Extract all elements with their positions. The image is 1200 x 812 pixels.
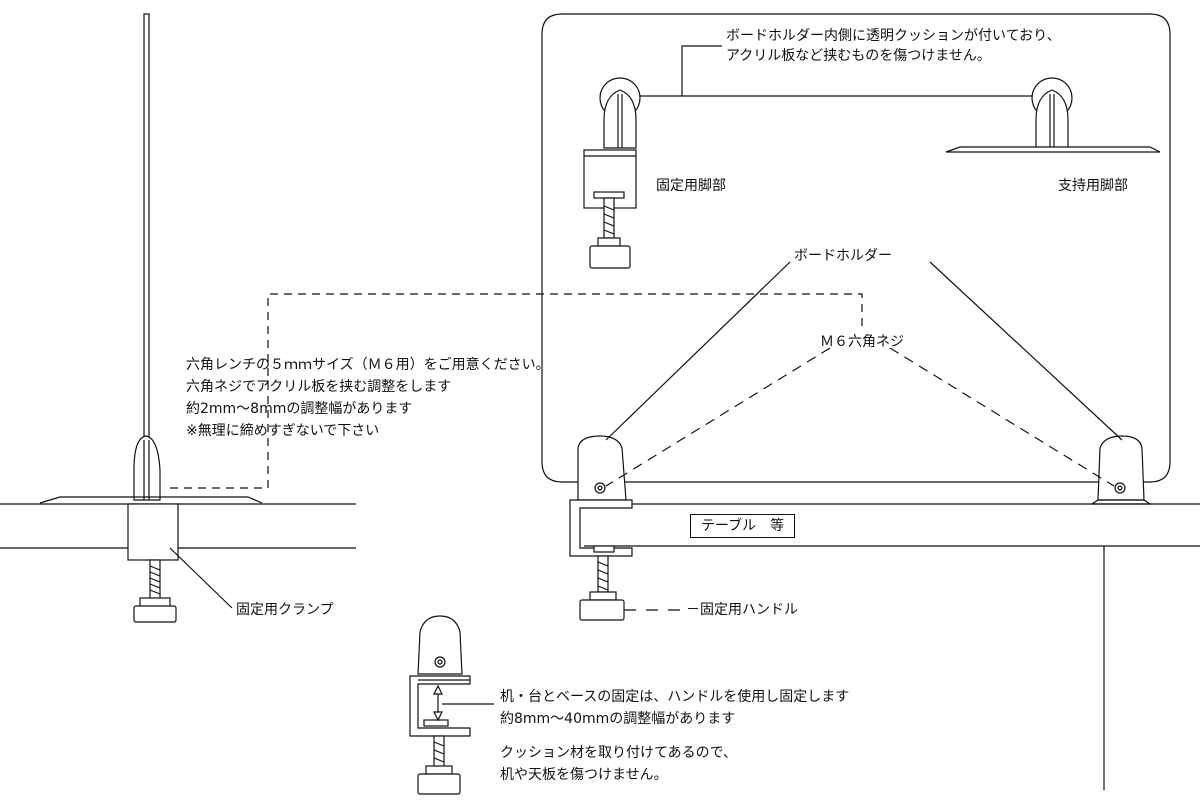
side-view-handle [133, 597, 177, 623]
wrench-note-line-3: 約2mm～8mmの調整幅があります [186, 401, 413, 417]
side-view-clamp-block [127, 503, 179, 561]
cushion-material-note: クッション材を取り付けてあるので、 机や天板を傷つけません。 [500, 742, 737, 786]
leader-wrench-note [170, 293, 863, 489]
board-holder-left [577, 435, 627, 501]
wrench-note: 六角レンチの５ｍｍサイズ（Ｍ６用）をご用意ください。 六角ネジでアクリル板を挟む… [186, 354, 550, 442]
acrylic-board-outline [541, 13, 1171, 483]
side-view-base-plate [39, 496, 263, 504]
side-view-acrylic-board [143, 13, 150, 455]
leader-board-holder-left [605, 261, 791, 441]
board-holder-right [1090, 435, 1152, 505]
side-view-board-holder [133, 435, 161, 501]
leader-m6-left [605, 347, 831, 487]
detail-support-foot [945, 77, 1161, 153]
m6-screw-label: Ｍ６六角ネジ [820, 334, 904, 350]
side-view-screw [149, 559, 161, 601]
detail-fixed-foot [583, 77, 641, 269]
fixed-foot-label: 固定用脚部 [656, 178, 726, 194]
table-label: テーブル 等 [690, 514, 796, 538]
leader-cushion-note-up [681, 45, 722, 96]
cushion-note: ボードホルダー内側に透明クッションが付いており、 アクリル板など挟むものを傷つけ… [726, 26, 1061, 66]
assembly-clamp [569, 499, 633, 621]
board-holder-label: ボードホルダー [794, 248, 892, 264]
wrench-note-line-1: 六角レンチの５ｍｍサイズ（Ｍ６用）をご用意ください。 [186, 357, 550, 373]
cushion-material-note-line-1: クッション材を取り付けてあるので、 [500, 745, 738, 761]
fixing-clamp-label: 固定用クランプ [236, 602, 334, 618]
wrench-note-line-4: ※無理に締めすぎないで下さい [186, 423, 380, 439]
wrench-note-line-2: 六角ネジでアクリル板を挟む調整をします [186, 379, 452, 395]
cushion-note-line-1: ボードホルダー内側に透明クッションが付いており、 [726, 28, 1061, 44]
support-foot-label: 支持用脚部 [1058, 178, 1128, 194]
leader-fixing-clamp [169, 547, 233, 609]
clamp-note: 机・台とベースの固定は、ハンドルを使用し固定します 約8mm～40mmの調整幅が… [500, 686, 849, 730]
cushion-material-note-line-2: 机や天板を傷つけません。 [500, 767, 668, 783]
cushion-note-line-2: アクリル板など挟むものを傷つけません。 [726, 48, 991, 64]
leader-m6-right [889, 347, 1115, 487]
clamp-note-line-1: 机・台とベースの固定は、ハンドルを使用し固定します [500, 689, 850, 705]
clamp-note-line-2: 約8mm～40mmの調整幅があります [500, 711, 736, 727]
leader-board-holder-right [929, 261, 1123, 441]
fixing-handle-label: －固定用ハンドル [686, 602, 798, 618]
detail-clamp [409, 615, 494, 795]
assembly-table [584, 503, 1200, 790]
